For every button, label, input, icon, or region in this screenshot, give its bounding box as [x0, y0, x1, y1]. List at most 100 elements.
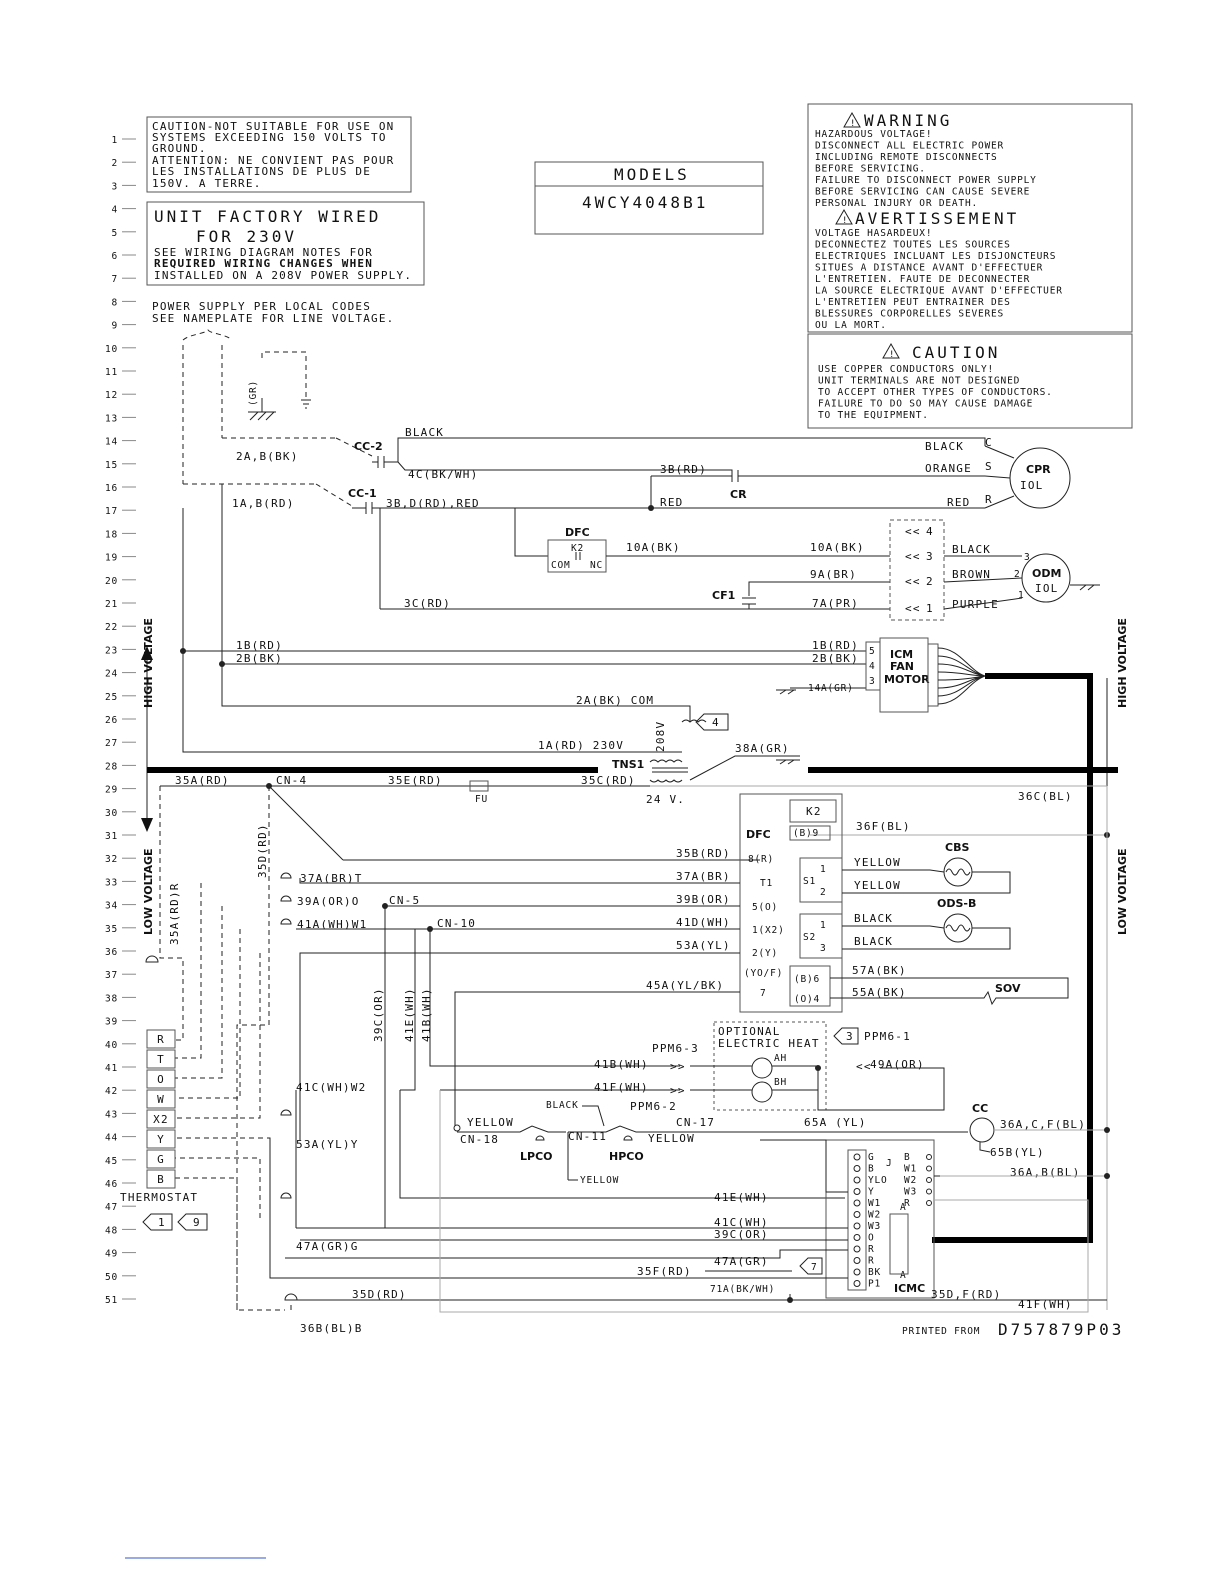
notice-line: TO ACCEPT OTHER TYPES OF CONDUCTORS.	[818, 387, 1053, 398]
row-number: 20	[105, 576, 118, 587]
dfc-pin: (O)4	[794, 994, 820, 1005]
models-value: 4WCY4048B1	[582, 193, 708, 212]
wire-label: 45A(YL/BK)	[646, 979, 724, 992]
wire-label: CN-5	[389, 894, 420, 907]
sov-valve: SOV	[830, 977, 1069, 1006]
notice-line: VOLTAGE HASARDEUX!	[815, 228, 932, 239]
row-number: 1	[111, 135, 118, 146]
row-number: 47	[105, 1202, 118, 1213]
wire-label: YELLOW	[854, 879, 901, 892]
caution-notice: CAUTION-NOT SUITABLE FOR USE ON SYSTEMS …	[146, 116, 412, 193]
icmc-terminal	[853, 1199, 861, 1207]
wire-label: 71A(BK/WH)	[710, 1284, 775, 1295]
plug-pin: 4	[926, 525, 934, 538]
thermostat-terminal-label: T	[157, 1053, 165, 1066]
wire-label: 2B(BK)	[812, 652, 859, 665]
icmc-terminal	[853, 1245, 861, 1253]
k2-label: K2	[806, 805, 822, 818]
odsb-label: ODS-B	[937, 897, 976, 910]
row-number: 4	[111, 205, 118, 216]
dfc-relay: DFC K2 COM NC	[547, 526, 607, 573]
dfc-pin: S2	[803, 932, 816, 943]
wire-label: 36B(BL)B	[300, 1322, 363, 1335]
notice-line: FAILURE TO DISCONNECT POWER SUPPLY	[815, 175, 1037, 186]
dfc-board: K2 DFC (B)9 8(R) T1 5(O) 1(X2) 2(Y) (YO/…	[739, 793, 843, 1013]
wire-label: 35A(RD)R	[168, 882, 181, 945]
wire-label: 35A(RD)	[175, 774, 230, 787]
callout-number: 9	[193, 1216, 201, 1229]
icmc-pin: W2	[868, 1210, 881, 1221]
factory-subtitle: FOR 230V	[196, 227, 297, 246]
icmc-terminal	[853, 1257, 861, 1264]
callout-number: 3	[846, 1030, 854, 1043]
row-number: 12	[105, 390, 118, 401]
wire-label: YELLOW	[854, 856, 901, 869]
wire-label: 41B(WH)	[594, 1058, 649, 1071]
wire-label: 47A(GR)G	[296, 1240, 359, 1253]
row-number: 37	[105, 970, 118, 981]
row-number: 19	[105, 553, 118, 564]
icmc-pin: R	[868, 1244, 875, 1255]
icmc-terminal	[926, 1177, 932, 1183]
icmc-terminal	[853, 1234, 861, 1241]
caution-line: SYSTEMS EXCEEDING 150 VOLTS TO	[152, 131, 387, 144]
wire-label: 2B(BK)	[236, 652, 283, 665]
wire-label: 4C(BK/WH)	[408, 468, 478, 481]
wire-label: 41E(WH)	[403, 987, 416, 1042]
row-number: 15	[105, 460, 118, 471]
cr-label: CR	[730, 488, 747, 501]
notice-line: DECONNECTEZ TOUTES LES SOURCES	[815, 240, 1011, 251]
cpr-iol: IOL	[1020, 479, 1043, 492]
wire-label: 3C(RD)	[404, 597, 451, 610]
row-number: 30	[105, 808, 118, 819]
icmc-terminal	[926, 1154, 932, 1160]
wire-label: 55A(BK)	[852, 986, 907, 999]
dfc-pin: 7	[760, 988, 767, 999]
thermostat-terminal-label: B	[157, 1173, 165, 1186]
odm-pin: 1	[1018, 590, 1025, 601]
thermostat-terminal	[146, 1049, 176, 1069]
icmc-pin: W3	[868, 1221, 881, 1232]
icmc-pin: G	[868, 1152, 875, 1163]
wire-label: 35E(RD)	[388, 774, 443, 787]
notice-line: DISCONNECT ALL ELECTRIC POWER	[815, 141, 1004, 152]
dfc-pin: T1	[760, 878, 773, 889]
icmc-terminal	[853, 1153, 861, 1161]
icmc-pin: B	[868, 1164, 875, 1175]
row-number: 24	[105, 669, 118, 680]
wire-label: BLACK	[854, 935, 893, 948]
callout-number: 1	[158, 1216, 166, 1229]
row-number: 43	[105, 1109, 118, 1120]
notice-line: OU LA MORT.	[815, 320, 887, 331]
row-number: 16	[105, 483, 118, 494]
fuse-label: FU	[475, 794, 488, 805]
avertissement-title: AVERTISSEMENT	[855, 209, 1019, 228]
row-number: 23	[105, 645, 118, 656]
wire-label: C	[985, 436, 993, 449]
wire-label: 36A,B(BL)	[1010, 1166, 1080, 1179]
row-number: 10	[105, 344, 118, 355]
thermostat-terminal	[146, 1129, 176, 1149]
row-number: 45	[105, 1156, 118, 1167]
wire-label: 41E(WH)	[714, 1191, 769, 1204]
high-voltage-label: HIGH VOLTAGE	[142, 618, 155, 708]
icmc-pin: YLO	[868, 1175, 888, 1186]
icmc-terminal	[853, 1211, 861, 1218]
row-number: 36	[105, 947, 118, 958]
wire-label: CN-17	[676, 1116, 715, 1129]
row-number: 22	[105, 622, 118, 633]
row-number: 8	[111, 297, 118, 308]
svg-text:<<: <<	[905, 550, 921, 563]
row-number: 48	[105, 1225, 118, 1236]
low-voltage-label: LOW VOLTAGE	[1116, 849, 1129, 936]
wire-label: 208V	[654, 721, 667, 752]
cf1-label: CF1	[712, 589, 735, 602]
row-number: 13	[105, 413, 118, 424]
cc2-label: CC-2	[354, 440, 383, 453]
thermostat-terminal	[146, 1149, 176, 1169]
notice-line: BEFORE SERVICING CAN CAUSE SEVERE	[815, 187, 1030, 198]
wire-label: 35D(RD)	[352, 1288, 407, 1301]
notice-line: PERSONAL INJURY OR DEATH.	[815, 198, 978, 209]
wire-label: CN-4	[276, 774, 307, 787]
